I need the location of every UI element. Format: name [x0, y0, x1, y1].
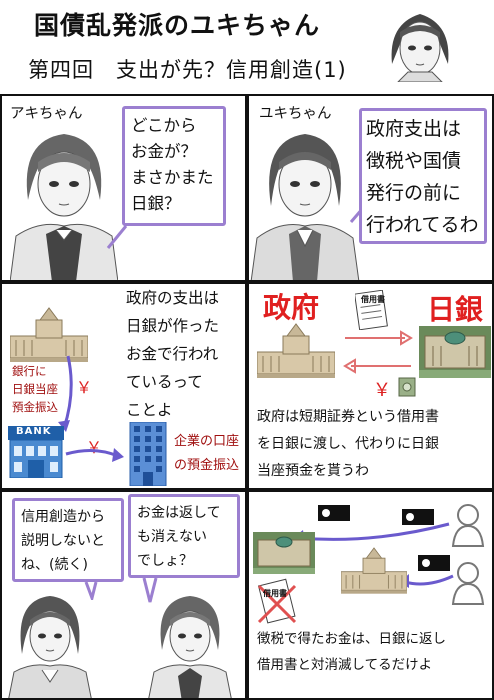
- flow-arrow-left: [293, 518, 453, 544]
- panel-2: ユキちゃん 政府支出は 徴税や国債 発行の前に 行われてるわ: [247, 94, 494, 282]
- diet-building-illustration: [341, 546, 407, 594]
- diet-building-illustration: [10, 306, 88, 362]
- person-icon: [451, 560, 485, 606]
- banknote-icon: [317, 504, 351, 522]
- boj-building-illustration: [419, 326, 491, 378]
- boj-building-illustration: [253, 532, 315, 574]
- promissory-note-illustration: [355, 290, 389, 330]
- speech-tail: [82, 580, 102, 604]
- speech-bubble-yuki: 政府支出は 徴税や国債 発行の前に 行われてるわ: [359, 108, 487, 244]
- bank-transfer-label: 銀行に 日銀当座 預金振込: [12, 364, 58, 414]
- yuki-character-illustration: [8, 592, 92, 698]
- flow-arrow-to-boj: [343, 328, 413, 348]
- speech-tail: [140, 576, 160, 606]
- panel-3: 政府の支出は 日銀が作った お金で行われ ているって ことよ 銀行に 日銀当座 …: [0, 282, 247, 490]
- cancelled-promissory-note-illustration: [257, 578, 297, 626]
- panel-4: 政府 日銀 借用書 ￥: [247, 282, 494, 490]
- speech-bubble-aki: どこから お金が？ まさかまた 日銀？: [122, 106, 226, 226]
- boj-label: 日銀: [427, 293, 484, 326]
- speech-bubble-right: お金は返して も消えない でしょ？: [128, 494, 240, 578]
- document-label: 借用書: [263, 589, 287, 598]
- page-subtitle: 第四回 支出が先？信用創造(1): [28, 58, 347, 82]
- aki-character-illustration: [10, 122, 118, 280]
- company-transfer-label: 企業の口座 の預金振込: [174, 434, 240, 473]
- flow-arrow-to-government: [343, 356, 413, 376]
- flow-arrow-down: [40, 352, 80, 432]
- flow-arrow-left: [399, 572, 455, 592]
- bank-sign: BANK: [16, 426, 52, 437]
- narration-text: 徴税で得たお金は、日銀に返し 借用書と対消滅してるだけよ: [257, 631, 446, 673]
- page-title: 国債乱発派のユキちゃん: [34, 11, 321, 40]
- flow-arrow-right: [64, 442, 124, 466]
- panel-6: 借用書 徴税で得たお金は、日銀に返し 借用書と対消滅してるだけよ: [247, 490, 494, 700]
- bank-building-illustration: [8, 426, 64, 478]
- panel-1: アキちゃん どこから お金が？ まさかまた 日銀？: [0, 94, 247, 282]
- speech-tail: [104, 222, 128, 252]
- government-label: 政府: [263, 291, 320, 324]
- yen-symbol: ￥: [76, 378, 93, 397]
- speech-bubble-left: 信用創造から 説明しないと ね、(続く): [12, 498, 124, 582]
- banknote-icon: [417, 554, 451, 572]
- speaker-name: ユキちゃん: [259, 106, 332, 122]
- header-character-illustration: [380, 4, 460, 82]
- panel-5: 信用創造から 説明しないと ね、(続く) お金は返して も消えない でしょ？: [0, 490, 247, 700]
- narration-text: 政府は短期証券という借用書 を日銀に渡し、代わりに日銀 当座預金を貰うわ: [257, 409, 439, 479]
- yen-symbol: ￥: [373, 380, 391, 401]
- banknote-icon: [397, 376, 417, 398]
- diet-building-illustration: [257, 322, 335, 378]
- yuki-character-illustration: [249, 122, 361, 280]
- speaker-name: アキちゃん: [10, 106, 83, 122]
- aki-character-illustration: [148, 592, 232, 698]
- document-label: 借用書: [361, 295, 385, 304]
- company-building-illustration: [126, 422, 170, 486]
- banknote-icon: [401, 508, 435, 526]
- person-icon: [451, 502, 485, 548]
- narration-text: 政府の支出は 日銀が作った お金で行われ ているって ことよ: [126, 289, 220, 419]
